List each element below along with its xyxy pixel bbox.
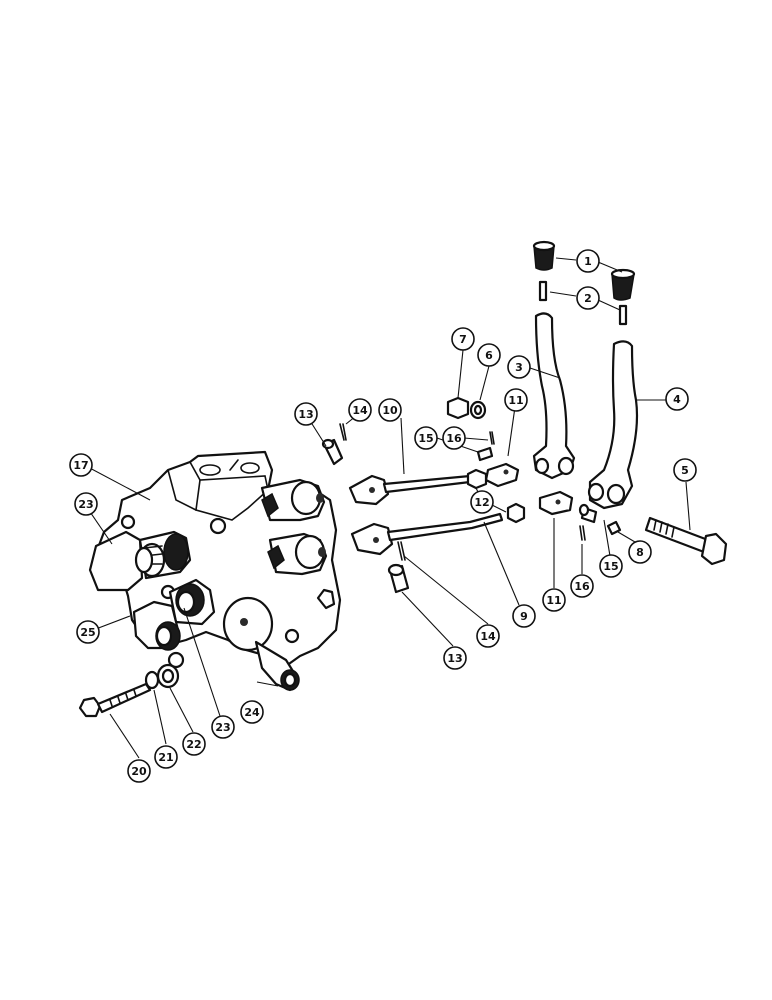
svg-text:10: 10: [382, 404, 398, 417]
svg-text:15: 15: [418, 432, 433, 445]
callout-9: 9: [512, 604, 536, 628]
svg-text:23: 23: [215, 721, 230, 734]
callout-11-lower: 11: [542, 588, 566, 612]
spool-port-upper: [260, 478, 326, 522]
spool-port-lower: [267, 532, 328, 576]
pin-2-left: [538, 280, 548, 302]
link-rod-10: [348, 474, 472, 506]
pin-2-right: [618, 304, 628, 326]
callout-1: 1: [576, 249, 600, 273]
cotter-pin-14-upper: [339, 423, 347, 441]
callout-10: 10: [378, 398, 402, 422]
callout-7: 7: [451, 327, 475, 351]
knob-1-right: [610, 268, 636, 301]
callout-15-upper: 15: [414, 426, 438, 450]
svg-text:14: 14: [352, 404, 368, 417]
cotter-pin-14-lower: [397, 541, 406, 561]
callout-2: 2: [576, 286, 600, 310]
svg-text:5: 5: [681, 464, 689, 477]
callout-23-upper: 23: [74, 492, 98, 516]
callout-11-upper: 11: [504, 388, 528, 412]
nut-12-lower: [506, 502, 526, 524]
svg-text:8: 8: [636, 546, 644, 559]
nut-12-upper: [466, 468, 488, 490]
fitting-lower-left: [132, 600, 181, 651]
pivot-bolt-5: [644, 516, 728, 566]
cotter-16-lower: [579, 525, 586, 541]
clevis-pin-13-upper: [321, 438, 344, 466]
svg-text:24: 24: [244, 706, 260, 719]
svg-text:3: 3: [515, 361, 523, 374]
callout-14-upper: 14: [348, 398, 372, 422]
callout-14-lower: 14: [476, 624, 500, 648]
pin-15-upper: [476, 446, 494, 462]
fitting-upper-left: [88, 530, 192, 592]
cotter-16-upper: [489, 431, 495, 445]
link-rod-9: [350, 512, 504, 556]
callout-24: 24: [240, 700, 264, 724]
knob-1-left: [532, 240, 556, 271]
relief-valve-cap: [222, 596, 300, 692]
svg-text:15: 15: [603, 560, 618, 573]
svg-text:17: 17: [73, 459, 88, 472]
callout-4: 4: [665, 387, 689, 411]
clevis-block-11-lower: [538, 490, 574, 516]
callout-6: 6: [477, 343, 501, 367]
svg-text:11: 11: [508, 394, 523, 407]
svg-text:21: 21: [158, 751, 173, 764]
callout-13-lower: 13: [443, 646, 467, 670]
callout-15-lower: 15: [599, 554, 623, 578]
svg-text:1: 1: [584, 255, 592, 268]
clevis-block-11-upper: [484, 462, 520, 488]
svg-text:12: 12: [474, 496, 489, 509]
svg-text:16: 16: [574, 580, 590, 593]
callout-22: 22: [182, 732, 206, 756]
svg-text:6: 6: [485, 349, 493, 362]
callout-16-lower: 16: [570, 574, 594, 598]
lever-4: [587, 340, 639, 510]
callout-12: 12: [470, 490, 494, 514]
callout-3: 3: [507, 355, 531, 379]
svg-text:13: 13: [298, 408, 313, 421]
callout-13-upper: 13: [294, 402, 318, 426]
svg-text:11: 11: [546, 594, 561, 607]
valve-body: [88, 450, 342, 692]
svg-text:20: 20: [131, 765, 147, 778]
svg-text:25: 25: [80, 626, 95, 639]
callouts: 1 2 3 4 5 6 7 8 9 10 11 11 12 13 13 14 1…: [69, 249, 697, 783]
lever-3: [532, 312, 576, 480]
svg-text:16: 16: [446, 432, 462, 445]
part-8: [606, 520, 622, 536]
bolt-20: [78, 682, 152, 718]
svg-text:9: 9: [520, 610, 528, 623]
callout-21: 21: [154, 745, 178, 769]
svg-text:7: 7: [459, 333, 467, 346]
svg-text:14: 14: [480, 630, 496, 643]
svg-text:2: 2: [584, 292, 592, 305]
callout-25: 25: [76, 620, 100, 644]
leader-lines: [85, 257, 691, 759]
callout-5: 5: [673, 458, 697, 482]
callout-20: 20: [127, 759, 151, 783]
svg-text:23: 23: [78, 498, 93, 511]
clevis-pin-13-lower: [387, 563, 410, 594]
callout-16-upper: 16: [442, 426, 466, 450]
svg-text:4: 4: [673, 393, 681, 406]
svg-text:22: 22: [186, 738, 201, 751]
callout-8: 8: [628, 540, 652, 564]
nut-7: [446, 396, 470, 420]
svg-text:13: 13: [447, 652, 462, 665]
callout-23-lower: 23: [211, 715, 235, 739]
callout-17: 17: [69, 453, 93, 477]
